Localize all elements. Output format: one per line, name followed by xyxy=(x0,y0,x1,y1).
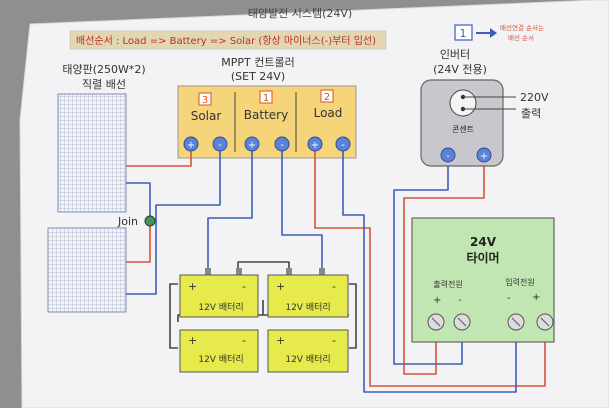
load-section-label: Load xyxy=(314,106,343,120)
battery-3-positive-sign: + xyxy=(188,334,197,347)
wire-join-panel2 xyxy=(126,224,151,263)
battery-negative-sign: - xyxy=(280,140,284,151)
wire-load-negative xyxy=(342,144,517,393)
load-positive-sign: + xyxy=(311,140,319,151)
battery-1-negative-sign: - xyxy=(242,280,246,293)
legend-number: 1 xyxy=(460,27,467,40)
inverter-output-voltage: 220V xyxy=(520,91,549,104)
outlet-label: 콘센트 xyxy=(452,124,474,134)
outlet-icon xyxy=(449,89,477,117)
battery-4-negative-sign: - xyxy=(332,334,336,347)
join-label: Join xyxy=(117,215,138,228)
controller-terminals: + - + - + - xyxy=(183,136,351,152)
timer-output-positive-slot xyxy=(431,317,441,327)
battery-section-label: Battery xyxy=(244,108,288,122)
wire-battery-negative xyxy=(281,144,323,270)
legend-number-box xyxy=(454,24,473,41)
wire-load-positive xyxy=(314,144,546,387)
load-positive-terminal xyxy=(307,136,323,152)
battery-order-box xyxy=(259,90,273,104)
timer-title: 24V xyxy=(470,235,497,249)
timer-input-negative-sign: - xyxy=(507,293,511,304)
battery-2-post-positive xyxy=(286,268,292,275)
battery-2-negative-sign: - xyxy=(332,280,336,293)
solar-order-box xyxy=(198,92,212,106)
wire-inverter-negative xyxy=(393,162,463,365)
inverter-body xyxy=(420,79,504,167)
timer-output-negative-slot xyxy=(457,317,467,327)
inverter-output-label: 출력 xyxy=(521,107,541,120)
battery-4-body xyxy=(267,329,349,373)
battery-2-body xyxy=(267,274,349,318)
order-note: 배선순서 : Load => Battery => Solar (항상 마이너스… xyxy=(76,34,376,47)
battery-positive-terminal xyxy=(244,136,260,152)
wire-panel1-negative xyxy=(126,182,151,218)
battery-2-positive-sign: + xyxy=(276,280,285,293)
solar-positive-sign: + xyxy=(187,140,195,151)
wire-battery-positive xyxy=(207,144,253,270)
battery-3-label: 12V 배터리 xyxy=(198,354,243,365)
solar-section-label: Solar xyxy=(191,109,222,123)
battery-4: + - 12V 배터리 xyxy=(267,329,349,373)
solar-order-number: 3 xyxy=(202,95,208,106)
join-point xyxy=(144,215,156,227)
inverter-positive-sign: + xyxy=(480,151,488,162)
timer-output-negative-sign: - xyxy=(458,295,462,306)
load-negative-sign: - xyxy=(341,140,345,151)
timer-subtitle: 타이머 xyxy=(466,250,499,265)
battery-3-negative-sign: - xyxy=(242,334,246,347)
wire-battery-series xyxy=(237,261,290,270)
battery-3-body xyxy=(179,329,259,373)
timer-input-positive-slot xyxy=(540,317,550,327)
inverter-title: 인버터 xyxy=(440,48,470,61)
solar-negative-terminal xyxy=(212,136,228,152)
battery-2-label: 12V 배터리 xyxy=(285,302,330,313)
panel-label: 태양판(250W*2) xyxy=(62,63,145,76)
order-note-box xyxy=(69,30,387,50)
legend-arrow-icon xyxy=(476,28,497,38)
battery-2-post-negative xyxy=(319,268,325,275)
wire-inverter-positive xyxy=(403,162,485,375)
battery-4-label: 12V 배터리 xyxy=(285,354,330,365)
battery-positive-sign: + xyxy=(248,140,256,151)
timer-input-label: 입력전원 xyxy=(505,277,534,287)
timer-input-negative-slot xyxy=(511,317,521,327)
battery-1: + - 12V 배터리 xyxy=(179,268,259,318)
battery-order-number: 1 xyxy=(263,93,269,104)
battery-3: + - 12V 배터리 xyxy=(179,329,259,373)
legend-text-2: 배선 순서 xyxy=(508,33,534,42)
battery-1-positive-sign: + xyxy=(188,280,197,293)
wire-battery-bank-left xyxy=(169,283,178,349)
battery-negative-terminal xyxy=(274,136,290,152)
load-order-number: 2 xyxy=(324,92,330,103)
inverter-negative-terminal xyxy=(440,147,456,163)
inverter-negative-sign: - xyxy=(446,151,450,162)
battery-1-post-negative xyxy=(236,268,242,275)
solar-panel-2 xyxy=(47,227,127,313)
battery-1-label: 12V 배터리 xyxy=(198,302,243,313)
solar-positive-terminal xyxy=(183,136,199,152)
controller-subtitle: (SET 24V) xyxy=(231,70,285,83)
timer-output-label: 출력전원 xyxy=(433,279,462,289)
wire-panel2-negative xyxy=(126,144,221,295)
inverter-positive-terminal xyxy=(476,147,492,163)
solar-negative-sign: - xyxy=(218,140,222,151)
wire-battery-bank-right xyxy=(349,283,357,349)
solar-panel-1 xyxy=(57,93,127,213)
load-negative-terminal xyxy=(335,136,351,152)
timer-input-positive-sign: + xyxy=(532,292,540,303)
order-legend: 1 배선연결 순서는 배선 순서 xyxy=(454,23,544,42)
diagram-title: 태양발전 시스템(24V) xyxy=(248,7,352,20)
legend-text-1: 배선연결 순서는 xyxy=(500,23,544,32)
battery-1-body xyxy=(179,274,259,318)
battery-4-positive-sign: + xyxy=(276,334,285,347)
timer-output-positive-sign: + xyxy=(433,295,441,306)
controller-title: MPPT 컨트롤러 xyxy=(221,56,294,69)
inverter-subtitle: (24V 전용) xyxy=(433,63,487,76)
load-order-box xyxy=(320,89,334,103)
panel-wiring-label: 직렬 배선 xyxy=(82,78,126,91)
battery-2: + - 12V 배터리 xyxy=(267,268,349,318)
battery-1-post-positive xyxy=(205,268,211,275)
